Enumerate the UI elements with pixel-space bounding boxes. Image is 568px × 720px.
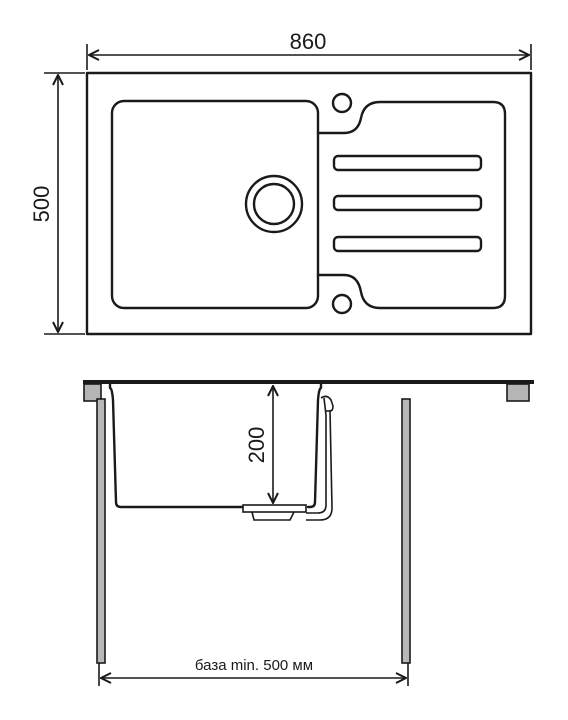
- right-countertop-block: [506, 383, 530, 402]
- drain-fitting-icon: [242, 504, 307, 521]
- left-countertop-block: [83, 383, 102, 402]
- drain-icon: [244, 174, 304, 234]
- bowl-profile: [108, 382, 323, 509]
- bowl-outline: [110, 99, 320, 310]
- overflow-hole-icon: [331, 293, 353, 315]
- depth-label: 500: [29, 186, 54, 223]
- cabinet-base-label: база min. 500 мм: [195, 657, 313, 674]
- drainer-outline: [316, 100, 507, 310]
- top-view: 860 500: [29, 29, 533, 336]
- width-dimension: 860: [86, 29, 532, 70]
- cabinet-base-dimension: база min. 500 мм: [98, 657, 409, 686]
- drainer-groove: [332, 154, 483, 172]
- tap-hole-icon: [331, 92, 353, 114]
- overflow-pipe-icon: [306, 395, 334, 521]
- width-label: 860: [290, 29, 327, 54]
- depth-dimension: 500: [29, 72, 85, 335]
- bowl-depth-dimension: 200: [244, 386, 273, 503]
- drainer-groove: [332, 235, 483, 253]
- right-cabinet-wall: [401, 398, 411, 664]
- side-view: 200 база min. 500 мм: [83, 380, 534, 686]
- bowl-depth-label: 200: [244, 427, 269, 464]
- left-cabinet-wall: [96, 398, 106, 664]
- sink-outline: [85, 71, 533, 336]
- drainer-groove: [332, 194, 483, 212]
